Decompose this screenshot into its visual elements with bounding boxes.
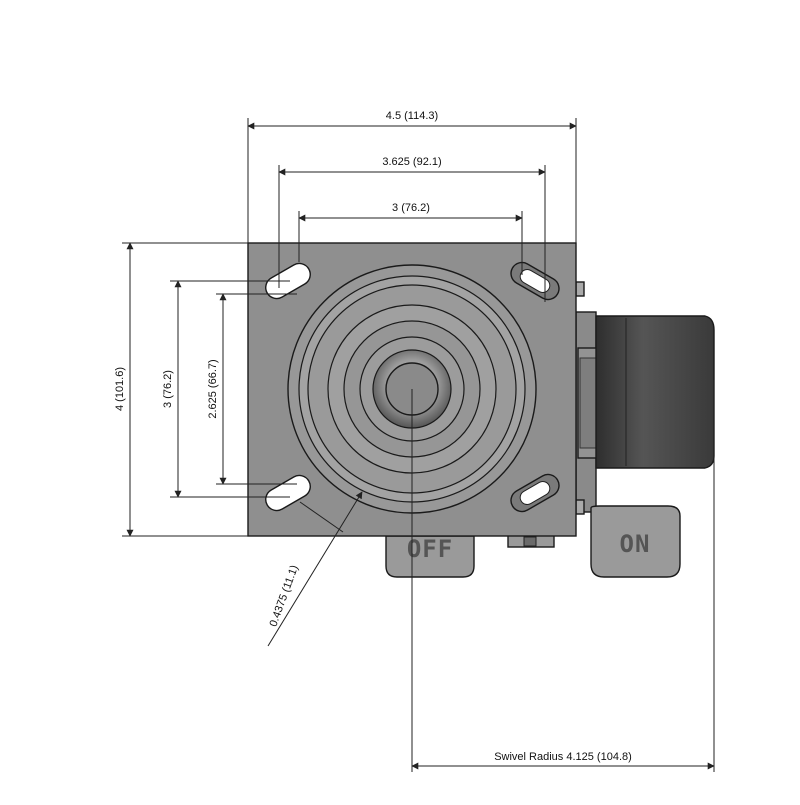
dimension-lines bbox=[126, 122, 715, 770]
dim-bolt-hole-tick bbox=[299, 501, 344, 533]
label-inner-bolt-y: 2.625 (66.7) bbox=[207, 359, 219, 418]
brake-pin bbox=[523, 536, 537, 547]
off-pedal-shape bbox=[385, 535, 475, 578]
wheel-assembly bbox=[575, 281, 715, 515]
dim-bolt-hole-leader bbox=[267, 491, 363, 647]
label-swivel-radius: Swivel Radius 4.125 (104.8) bbox=[494, 751, 632, 763]
brake-connector bbox=[507, 534, 555, 548]
label-plate-length: 4 (101.6) bbox=[114, 367, 126, 411]
on-pedal-shape bbox=[590, 505, 681, 578]
brake-on-pedal: ON bbox=[590, 505, 681, 578]
bolt-slot-bottom-left bbox=[265, 474, 311, 512]
brake-off-label: OFF bbox=[407, 535, 453, 563]
bolt-slot-top-right bbox=[510, 261, 560, 301]
label-outer-bolt-y: 3 (76.2) bbox=[162, 370, 174, 408]
fastener-bottom bbox=[575, 499, 585, 515]
brake-off-pedal: OFF bbox=[385, 535, 475, 578]
label-plate-width: 4.5 (114.3) bbox=[386, 110, 438, 122]
brake-on-label: ON bbox=[620, 530, 651, 558]
extension-lines bbox=[122, 118, 715, 772]
label-outer-bolt-x: 3.625 (92.1) bbox=[382, 156, 441, 168]
label-inner-bolt-x: 3 (76.2) bbox=[392, 202, 430, 214]
bolt-slot-bottom-right bbox=[510, 473, 560, 513]
wheel-tread bbox=[595, 315, 715, 469]
fastener-top bbox=[575, 281, 585, 297]
